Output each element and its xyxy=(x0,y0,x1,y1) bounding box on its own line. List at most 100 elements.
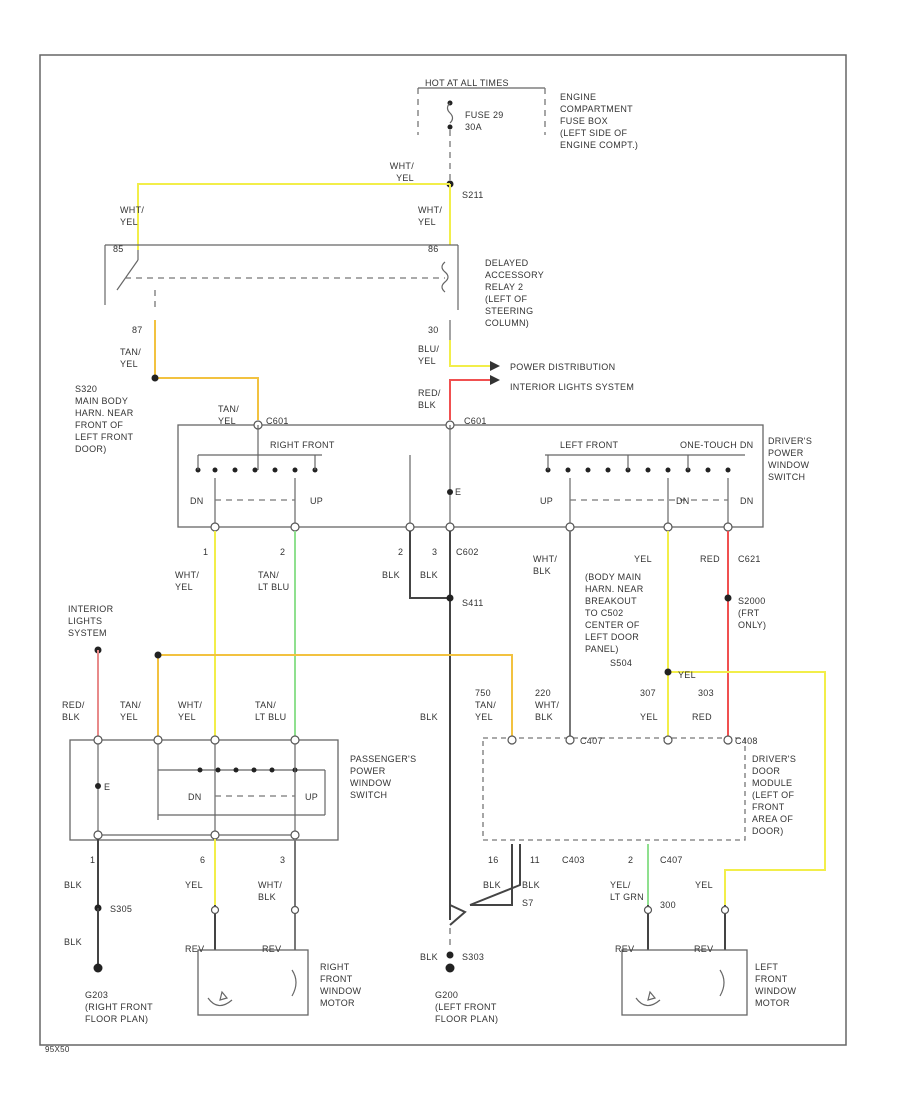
connector-pin xyxy=(723,735,733,745)
wire-label: ENGINE COMPT.) xyxy=(560,140,638,150)
wire-label: S2000 xyxy=(738,596,766,606)
wire-label: FLOOR PLAN) xyxy=(85,1014,148,1024)
wire-label: FRONT xyxy=(320,974,353,984)
wire-red-blk-top xyxy=(449,379,490,420)
wire-label: DRIVER'S xyxy=(768,436,812,446)
wire-label: WINDOW xyxy=(320,986,361,996)
wire-label: TO C502 xyxy=(585,608,623,618)
wire-label: WHT/ xyxy=(533,554,557,564)
wire-label: BLK xyxy=(258,892,276,902)
wire-label: YEL xyxy=(634,554,652,564)
wire-label: HARN. NEAR xyxy=(585,584,644,594)
connector-pin xyxy=(93,830,103,840)
wire-label: RED xyxy=(692,712,712,722)
wire-label: YEL xyxy=(178,712,196,722)
diagram-element xyxy=(446,102,454,124)
wire-label: LT GRN xyxy=(610,892,644,902)
wire-label: TAN/ xyxy=(120,700,141,710)
connector-pin xyxy=(252,467,258,473)
g203-label: G203 (RIGHT FRONT FLOOR PLAN) xyxy=(85,990,153,1024)
wire-label: DRIVER'S xyxy=(752,754,796,764)
wire-blk-2 xyxy=(409,531,450,599)
wire-label: STEERING xyxy=(485,306,533,316)
wire-label: BLK xyxy=(382,570,400,580)
connector-pin xyxy=(720,905,730,915)
wire-label: 1 xyxy=(90,855,95,865)
wire-label: REV xyxy=(262,944,281,954)
ground-g200 xyxy=(445,963,455,973)
connector-pin xyxy=(212,467,218,473)
wire-label: DOOR) xyxy=(752,826,784,836)
wire-label: BLK xyxy=(535,712,553,722)
wire-label: FUSE BOX xyxy=(560,116,608,126)
wire-label: YEL xyxy=(120,712,138,722)
wire-label: BLK xyxy=(418,400,436,410)
wire-label: E xyxy=(455,487,461,497)
wire-label: FRONT xyxy=(752,802,785,812)
connector-pin xyxy=(269,767,275,773)
wire-label: C621 xyxy=(738,554,761,564)
wire-label: UP xyxy=(310,496,323,506)
wire-label: YEL/ xyxy=(610,880,631,890)
connector-pin xyxy=(292,467,298,473)
wire-label: S411 xyxy=(462,598,484,608)
wire-label: FRONT OF xyxy=(75,420,123,430)
wire-label: REV xyxy=(185,944,204,954)
wire-label: 6 xyxy=(200,855,205,865)
wire-label: BLK xyxy=(64,937,82,947)
wire-label: YEL xyxy=(475,712,493,722)
wire-label: DOOR) xyxy=(75,444,107,454)
connector-pin xyxy=(290,830,300,840)
wire-label: ACCESSORY xyxy=(485,270,544,280)
connector-pin xyxy=(724,594,732,602)
wire-label: WINDOW xyxy=(768,460,809,470)
wire-label: BLK xyxy=(483,880,501,890)
wire-label: WINDOW xyxy=(755,986,796,996)
connector-pin xyxy=(210,735,220,745)
connector-pin xyxy=(210,522,220,532)
wire-label: (LEFT SIDE OF xyxy=(560,128,627,138)
wire-label: BLK xyxy=(420,952,438,962)
wire-label: 11 xyxy=(530,855,540,865)
wire-label: S303 xyxy=(462,952,484,962)
diagram-element xyxy=(635,990,661,1007)
wire-label: WINDOW xyxy=(350,778,391,788)
connector-pin xyxy=(507,735,517,745)
connector-pin xyxy=(663,735,673,745)
wire-label: RED xyxy=(700,554,720,564)
connector-pin xyxy=(446,594,454,602)
wire-label: YEL xyxy=(175,582,193,592)
wire-label: WHT/ xyxy=(178,700,202,710)
wire-label: INTERIOR xyxy=(68,604,114,614)
wire-label: RELAY 2 xyxy=(485,282,523,292)
connector-pin xyxy=(645,467,651,473)
wire-label: S7 xyxy=(522,898,534,908)
diagram-frame xyxy=(39,54,847,1046)
wire-label: LT BLU xyxy=(255,712,286,722)
diagram-element xyxy=(469,844,521,906)
drivers-door-module-label: DRIVER'S DOOR MODULE (LEFT OF FRONT AREA… xyxy=(752,754,796,836)
interior-lights-system-label: INTERIOR LIGHTS SYSTEM xyxy=(68,604,114,638)
wire-label: MOTOR xyxy=(320,998,355,1008)
wire-blu-yel xyxy=(449,340,490,367)
wire-label: ONLY) xyxy=(738,620,766,630)
wire-label: 16 xyxy=(488,855,499,865)
wire-tan-yel-relay xyxy=(154,320,259,420)
wire-label: WHT/ xyxy=(258,880,282,890)
g200-label: G200 (LEFT FRONT FLOOR PLAN) xyxy=(435,990,498,1024)
connector-pin xyxy=(197,767,203,773)
wire-label: WHT/ xyxy=(120,205,144,215)
wire-label: WHT/ xyxy=(418,205,442,215)
wire-label: BLK xyxy=(62,712,80,722)
connector-pin xyxy=(272,467,278,473)
wire-label: LEFT FRONT xyxy=(560,440,619,450)
wire-label: (FRT xyxy=(738,608,760,618)
diagram-element xyxy=(207,990,233,1007)
fuse-rating: 30A xyxy=(465,122,482,132)
wire-label: RED/ xyxy=(418,388,441,398)
connector-pin xyxy=(153,735,163,745)
wire-label: RED/ xyxy=(62,700,85,710)
wire-label: WHT/ xyxy=(535,700,559,710)
wire-label: YEL xyxy=(218,416,236,426)
